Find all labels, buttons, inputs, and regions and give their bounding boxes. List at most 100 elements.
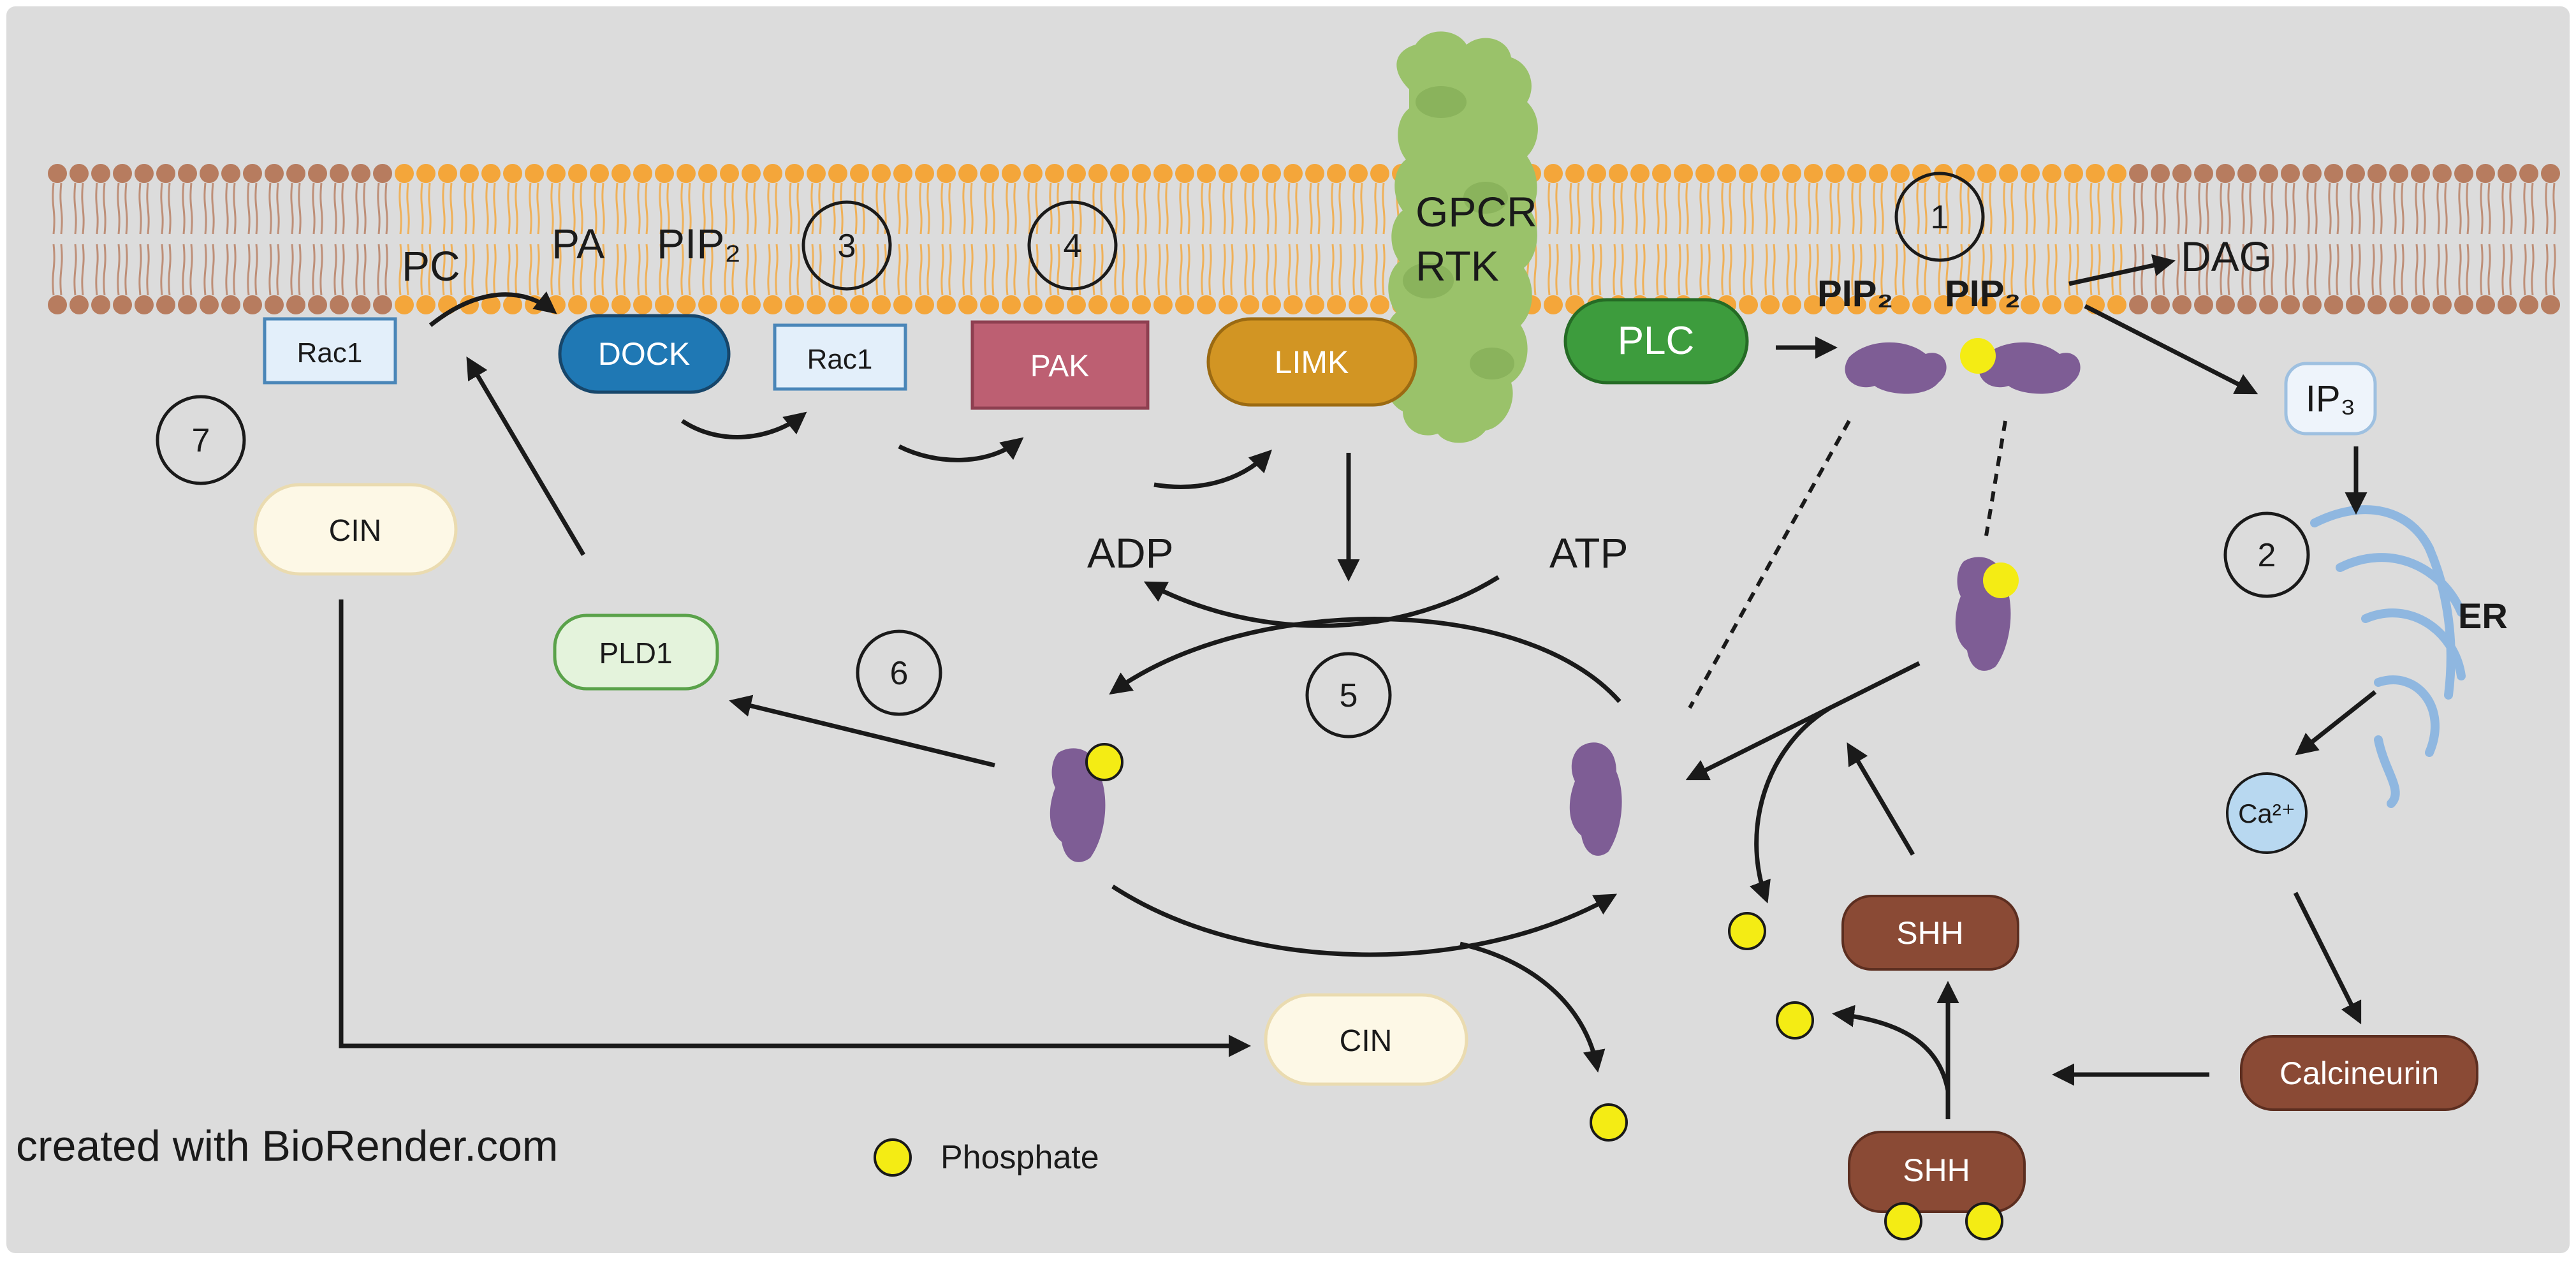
lipid-head (2129, 164, 2148, 183)
lipid-head (135, 295, 154, 314)
lipid-head (1891, 295, 1910, 314)
lipid-head (2237, 295, 2257, 314)
lipid-tail (2220, 244, 2231, 296)
lipid-head (1327, 295, 1346, 314)
arrow-cycle-top (1109, 617, 1621, 703)
lipid-head (2216, 295, 2235, 314)
lipid-head (2389, 164, 2408, 183)
lipid-head (1327, 164, 1346, 183)
lipid-head (1305, 164, 1324, 183)
lipid-tail (355, 182, 367, 235)
lipid-tail (2046, 244, 2058, 296)
lipid-head (438, 164, 457, 183)
pip2-membrane-label: PIP₂ (657, 220, 741, 267)
rac1-left-label: Rac1 (297, 337, 363, 369)
lipid-head (655, 164, 674, 183)
lipid-tail (333, 182, 345, 235)
lipid-tail (1266, 182, 1277, 235)
lipid-tail (1179, 182, 1190, 235)
lipid-head (1153, 164, 1173, 183)
lipid-head (980, 295, 999, 314)
lipid-tail (789, 244, 800, 296)
lipid-tail (203, 244, 215, 296)
lipid-tail (247, 182, 258, 235)
lipid-head (807, 164, 826, 183)
lipid-tail (1873, 182, 1884, 235)
lipid-tail (984, 244, 995, 296)
lipid-tail (2415, 182, 2426, 235)
phosphate-on-shh-right (1965, 1202, 2003, 1240)
lipid-tail (572, 182, 583, 235)
lipid-tail (2285, 182, 2296, 235)
lipid-head (2216, 164, 2235, 183)
arrow-pak-to-limk (1153, 450, 1272, 489)
lipid-head (1760, 295, 1780, 314)
lipid-head (2172, 295, 2192, 314)
cin-top-label: CIN (329, 514, 382, 548)
lipid-head (1349, 295, 1368, 314)
lipid-tail (1938, 182, 1949, 235)
lipid-head (1197, 164, 1216, 183)
lipid-head (1587, 164, 1606, 183)
lipid-head (720, 164, 739, 183)
lipid-head (503, 164, 522, 183)
lipid-tail (2545, 182, 2556, 235)
rac1-left-node: Rac1 (263, 317, 397, 385)
lipid-tail (767, 244, 779, 296)
lipid-head (590, 164, 609, 183)
pld1-node: PLD1 (553, 614, 719, 691)
lipid-tail (2480, 182, 2491, 235)
lipid-head (850, 164, 869, 183)
lipid-tail (464, 182, 475, 235)
lipid-head (330, 164, 349, 183)
lipid-head (178, 164, 197, 183)
lipid-head (872, 164, 891, 183)
lipid-head (893, 164, 912, 183)
lipid-head (2541, 164, 2560, 183)
lipid-tail (1179, 244, 1190, 296)
lipid-tail (2480, 244, 2491, 296)
lipid-head (1002, 295, 1021, 314)
lipid-tail (2003, 182, 2014, 235)
lipid-head (937, 164, 956, 183)
lipid-head (850, 295, 869, 314)
lipid-head (2259, 164, 2278, 183)
lipid-tail (897, 244, 909, 296)
lipid-head (1804, 295, 1823, 314)
lipid-head (2324, 164, 2343, 183)
phosphate-on-pip2 (1960, 338, 1996, 374)
lipid-head (1912, 295, 1931, 314)
lipid-tail (724, 244, 735, 296)
lipid-tail (225, 244, 237, 296)
lipid-head (70, 295, 89, 314)
lipid-head (1132, 164, 1151, 183)
pip2-cofilin-left (1845, 342, 1947, 394)
lipid-head (2259, 295, 2278, 314)
lipid-tail (247, 244, 258, 296)
arrow-er-to-calcium (2295, 690, 2377, 756)
lipid-tail (2523, 244, 2535, 296)
lipid-head (1175, 164, 1194, 183)
lipid-head (481, 295, 501, 314)
lipid-head (1088, 295, 1108, 314)
lipid-head (2454, 164, 2473, 183)
lipid-tail (832, 182, 844, 235)
lipid-tail (1873, 244, 1884, 296)
lipid-tail (1634, 182, 1646, 235)
lipid-tail (2003, 244, 2014, 296)
lipid-head (742, 164, 761, 183)
lipid-head (828, 295, 847, 314)
lipid-tail (1699, 244, 1711, 296)
cin-bottom-node: CIN (1264, 993, 1468, 1086)
pa-label: PA (552, 220, 604, 267)
lipid-tail (138, 182, 150, 235)
lipid-tail (529, 182, 540, 235)
lipid-head (156, 164, 175, 183)
arrow-to-pld1 (729, 694, 995, 768)
lipid-head (1609, 164, 1628, 183)
lipid-head (416, 295, 435, 314)
arrow-cofilin-p-release (1749, 706, 1831, 904)
lipid-tail (2068, 182, 2079, 235)
lipid-head (2411, 295, 2430, 314)
lipid-head (872, 295, 891, 314)
